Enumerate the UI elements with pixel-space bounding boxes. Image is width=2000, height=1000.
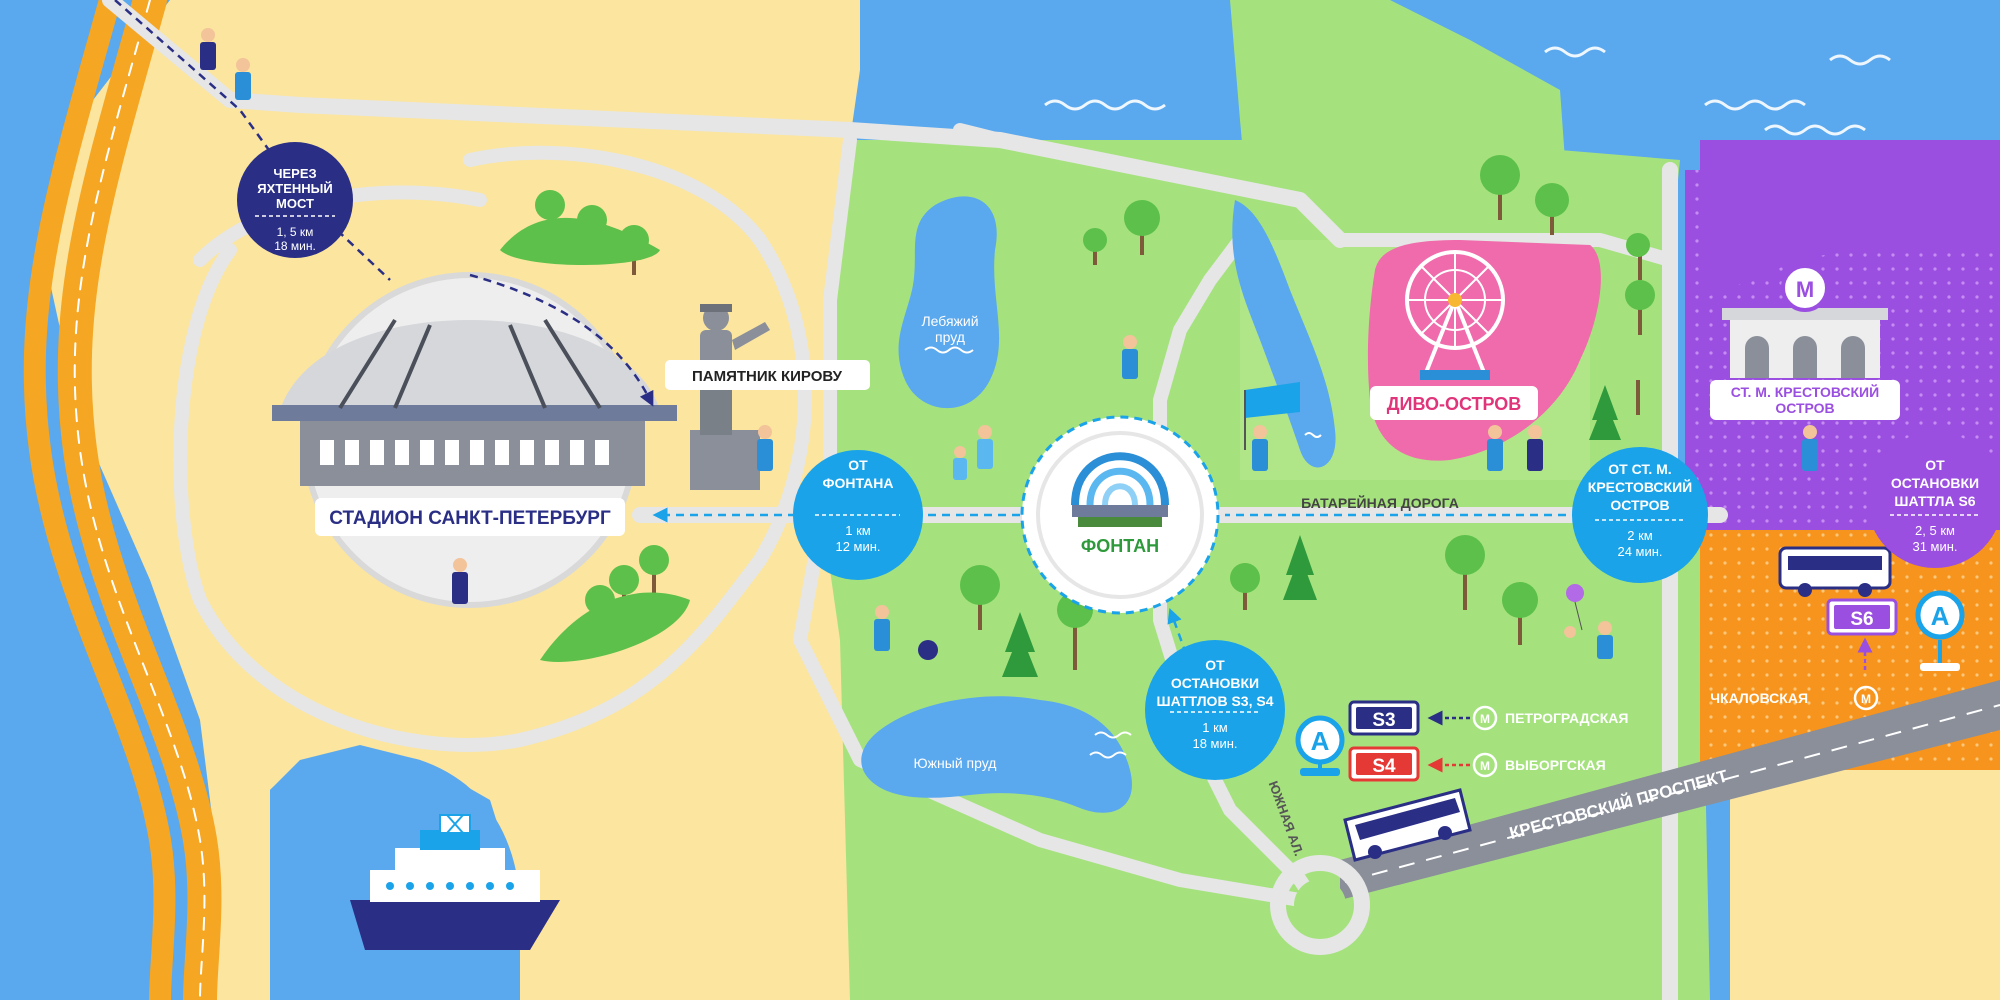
shuttle-s6-label: S6	[1850, 609, 1873, 630]
metro-label-2: ОСТРОВ	[1775, 400, 1834, 416]
petrogradskaya-label: ПЕТРОГРАДСКАЯ	[1505, 710, 1628, 726]
route-from-s6-distance: 2, 5 км	[1915, 523, 1955, 538]
metro-station-building	[1722, 308, 1888, 378]
route-from-s6-title-3: ШАТТЛА S6	[1894, 493, 1975, 509]
route-from-s3s4-distance: 1 км	[1202, 720, 1228, 735]
route-from-metro: ОТ СТ. М. КРЕСТОВСКИЙ ОСТРОВ 2 км 24 мин…	[1572, 447, 1708, 583]
metro-petrogradskaya-icon-glyph: М	[1480, 712, 1490, 726]
route-from-fountain: ОТ ФОНТАНА 1 км 12 мин.	[793, 450, 923, 580]
route-from-s6-title-2: ОСТАНОВКИ	[1891, 475, 1979, 491]
pond-east	[1232, 200, 1336, 468]
bus-s6	[1778, 546, 1892, 597]
route-from-s3s4-title-1: ОТ	[1205, 657, 1225, 673]
shuttle-s4-badge: S4	[1348, 746, 1420, 782]
route-from-s3s4-title-2: ОСТАНОВКИ	[1171, 675, 1259, 691]
shuttle-s3-badge: S3	[1348, 700, 1420, 736]
route-yacht-bridge-distance: 1, 5 км	[277, 225, 314, 239]
route-from-s3s4: ОТ ОСТАНОВКИ ШАТТЛОВ S3, S4 1 км 18 мин.	[1145, 640, 1285, 780]
label-metro-station: СТ. М. КРЕСТОВСКИЙ ОСТРОВ	[1710, 380, 1900, 420]
people	[200, 28, 1818, 660]
trees	[500, 155, 1655, 677]
metro-chkalovskaya-icon	[1853, 685, 1879, 711]
metro-vyborgskaya-icon	[1472, 752, 1498, 778]
bus-stop-sign-s6	[1915, 590, 1965, 671]
highway-west	[23, 0, 222, 1000]
route-yacht-bridge: ЧЕРЕЗ ЯХТЕННЫЙ МОСТ 1, 5 км 18 мин.	[237, 142, 353, 258]
route-from-metro-title-1: ОТ СТ. М.	[1608, 461, 1671, 477]
metro-icon	[1781, 264, 1829, 312]
label-kirov: ПАМЯТНИК КИРОВУ	[665, 360, 870, 390]
route-yacht-bridge-time: 18 мин.	[274, 239, 316, 253]
metro-petrogradskaya-icon	[1472, 705, 1498, 731]
route-yacht-bridge-title-3: МОСТ	[276, 196, 314, 211]
kirov-label: ПАМЯТНИК КИРОВУ	[692, 368, 843, 385]
route-from-s6: ОТ ОСТАНОВКИ ШАТТЛА S6 2, 5 км 31 мин.	[1867, 432, 2000, 568]
fountain-landmark	[1020, 415, 1220, 615]
pond-yuzhniy	[861, 696, 1132, 813]
roundabout	[1270, 855, 1370, 955]
shuttle-s4-label: S4	[1372, 756, 1396, 777]
route-from-fountain-title-1: ОТ	[848, 457, 868, 473]
metro-district-upper	[1700, 140, 2000, 300]
metro-label-1: СТ. М. КРЕСТОВСКИЙ	[1731, 383, 1879, 400]
roundabout-center	[1294, 879, 1346, 931]
pond-lebyazhiy	[898, 196, 1000, 409]
route-from-fountain-title-2: ФОНТАНА	[823, 475, 894, 491]
stadium-label: СТАДИОН САНКТ-ПЕТЕРБУРГ	[329, 508, 611, 529]
chkalovskaya-label: ЧКАЛОВСКАЯ	[1710, 690, 1808, 706]
bus-stop-sign-s3s4	[1295, 715, 1345, 776]
route-from-metro-time: 24 мин.	[1617, 544, 1662, 559]
pond-waves	[924, 346, 1322, 759]
route-yacht-bridge-title-2: ЯХТЕННЫЙ	[257, 181, 332, 196]
lebyazhiy-label-2: пруд	[935, 329, 965, 345]
batareynaya-label: БАТАРЕЙНАЯ ДОРОГА	[1301, 494, 1459, 511]
bus-stop-s3s4-glyph: А	[1311, 726, 1330, 756]
route-from-metro-title-3: ОСТРОВ	[1610, 497, 1669, 513]
cruise-ship	[350, 814, 560, 950]
sand-shore-east	[1730, 730, 2000, 1000]
krestovsky-prospekt-road	[1340, 680, 2000, 900]
route-yacht-bridge-title-1: ЧЕРЕЗ	[273, 166, 316, 181]
lebyazhiy-label-1: Лебяжий	[921, 313, 978, 329]
fountain-label: ФОНТАН	[1081, 536, 1159, 556]
bus-stop-s6-glyph: А	[1931, 601, 1950, 631]
metro-chkalovskaya-icon-glyph: М	[1861, 692, 1871, 706]
shuttle-s6-badge: S6	[1826, 598, 1898, 636]
label-divo-ostrov: ДИВО-ОСТРОВ	[1370, 386, 1538, 420]
route-from-s6-time: 31 мин.	[1912, 539, 1957, 554]
ferris-wheel	[1405, 250, 1505, 380]
route-from-s3s4-title-3: ШАТТЛОВ S3, S4	[1157, 693, 1274, 709]
metro-vyborgskaya-icon-glyph: М	[1480, 759, 1490, 773]
bus-krestovsky	[1343, 788, 1472, 862]
route-from-fountain-distance: 1 км	[845, 523, 871, 538]
yuzhniy-prud-label: Южный пруд	[914, 755, 997, 771]
shuttle-s3-label: S3	[1372, 710, 1395, 731]
route-from-s3s4-time: 18 мин.	[1192, 736, 1237, 751]
divo-ostrov-label: ДИВО-ОСТРОВ	[1387, 394, 1522, 414]
route-from-metro-title-2: КРЕСТОВСКИЙ	[1588, 478, 1692, 495]
route-from-s6-title-1: ОТ	[1925, 457, 1945, 473]
route-from-fountain-time: 12 мин.	[835, 539, 880, 554]
metro-icon-glyph: М	[1796, 277, 1814, 302]
route-from-metro-distance: 2 км	[1627, 528, 1653, 543]
vyborgskaya-label: ВЫБОРГСКАЯ	[1505, 757, 1606, 773]
label-stadium: СТАДИОН САНКТ-ПЕТЕРБУРГ	[315, 498, 625, 536]
